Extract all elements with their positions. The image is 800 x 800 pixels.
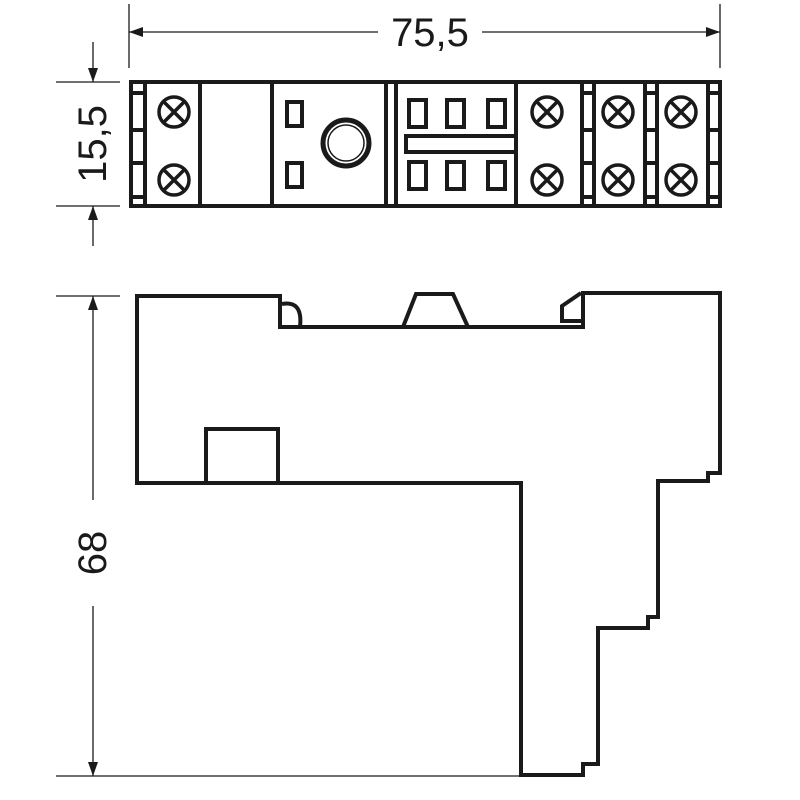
side-view-outline [135, 291, 722, 777]
center-hole-icon [320, 117, 372, 169]
pin-socket-icon [445, 160, 466, 191]
right-rail [706, 82, 720, 206]
screw-terminal-icon [601, 95, 635, 129]
screw-terminal-icon [664, 163, 698, 197]
screw-terminal-icon [530, 163, 564, 197]
bridge-slot [404, 134, 518, 154]
arrowhead-right-icon [706, 27, 720, 37]
depth-dimension: 15,5 [56, 42, 120, 246]
pin-socket-icon [407, 160, 428, 191]
depth-label: 15,5 [71, 105, 115, 183]
rail-divider-2 [643, 82, 659, 206]
arrowhead-up-icon [88, 296, 98, 310]
arrowhead-up-icon [88, 206, 98, 220]
side-view [135, 291, 722, 777]
pin-socket-icon [486, 98, 507, 129]
arrowhead-left-icon [129, 27, 143, 37]
height-dimension: 68 [56, 295, 520, 777]
pin-socket-icon [445, 98, 466, 129]
width-label: 75,5 [391, 11, 469, 55]
pin-socket-icon [407, 98, 428, 129]
height-label: 68 [71, 531, 115, 576]
top-view-outline [129, 80, 722, 208]
rail-divider-1 [580, 82, 596, 206]
right-latch [560, 291, 583, 323]
pin-socket-icon [486, 160, 507, 191]
screw-terminal-icon [157, 95, 191, 129]
retaining-hook [281, 301, 303, 328]
pin-socket-icon [285, 161, 304, 189]
screw-terminal-icon [601, 163, 635, 197]
pin-socket-icon [285, 100, 304, 128]
arrowhead-down-icon [88, 68, 98, 82]
center-clip [401, 292, 470, 328]
arrowhead-down-icon [88, 762, 98, 776]
screw-terminal-icon [157, 163, 191, 197]
left-rail [131, 82, 147, 206]
screw-terminal-icon [664, 95, 698, 129]
screw-terminal-icon [530, 95, 564, 129]
top-view [129, 80, 722, 208]
width-dimension: 75,5 [128, 4, 721, 68]
din-rail-foot [204, 427, 280, 485]
